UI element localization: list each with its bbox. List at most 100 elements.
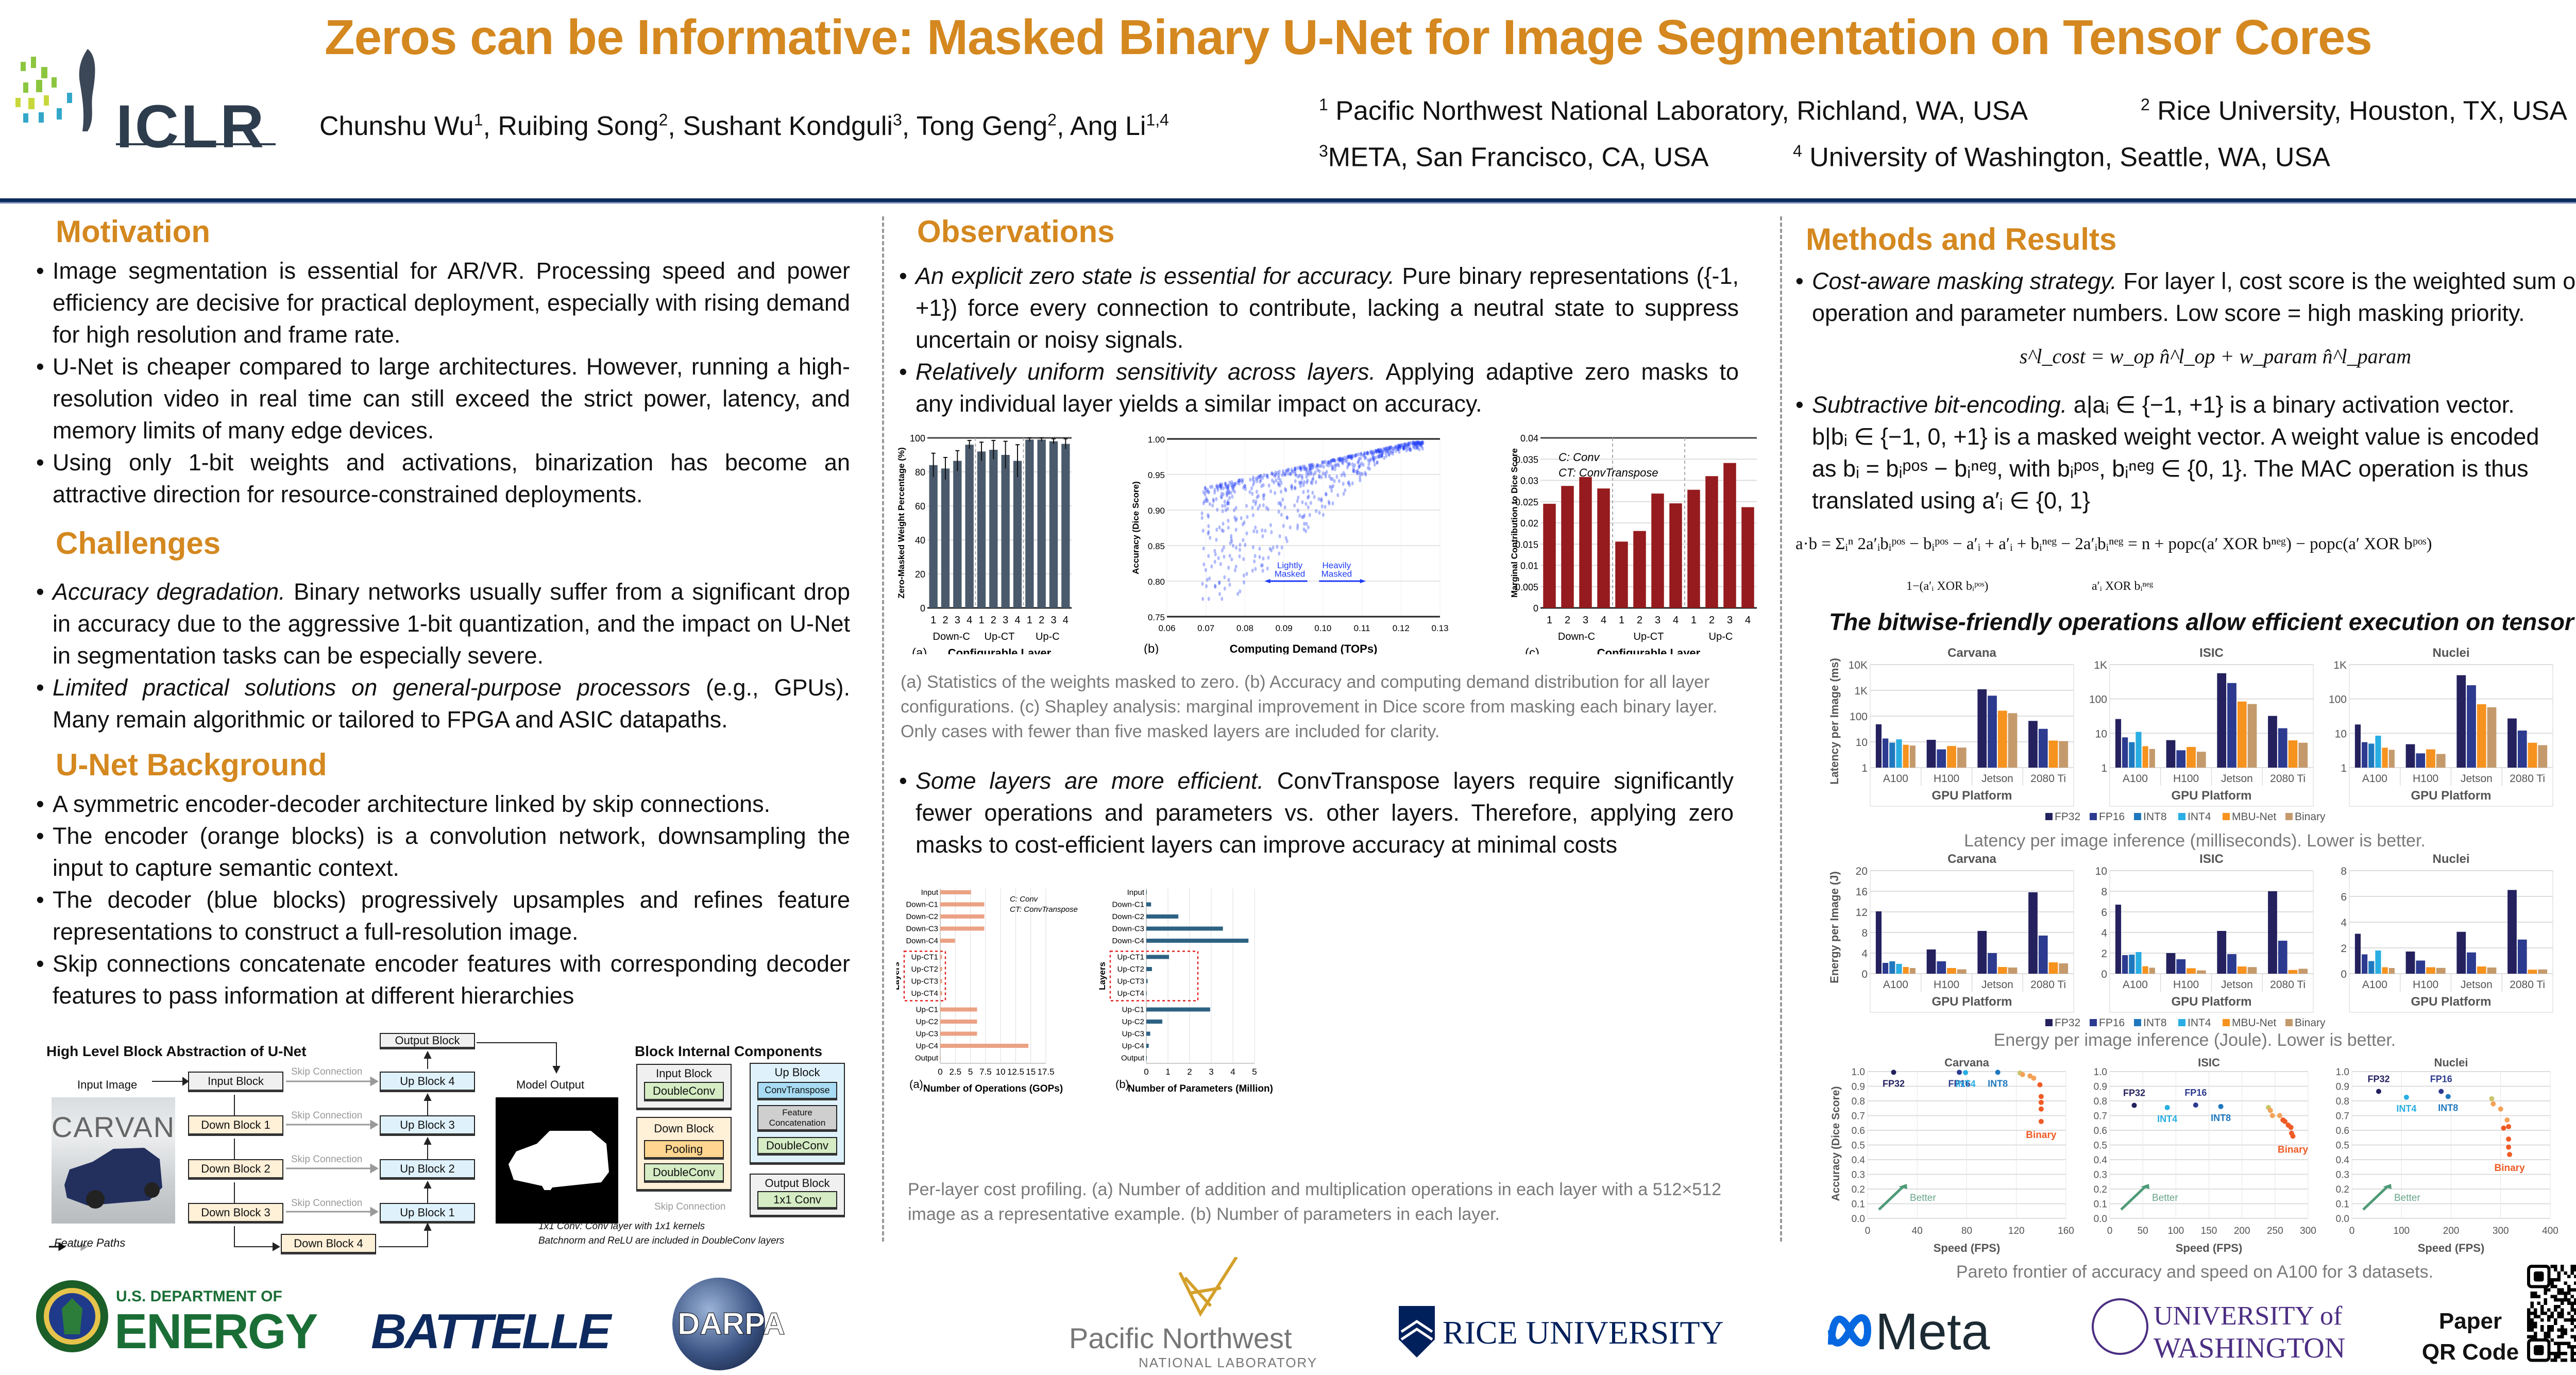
- scatter-point: [1255, 499, 1258, 504]
- rice-logo: RICE UNIVERSITY: [1443, 1314, 1724, 1351]
- bar: [1146, 1056, 1147, 1060]
- scatter-point: [1414, 443, 1417, 447]
- scatter-point: [1286, 516, 1289, 520]
- section-heading-motivation: Motivation: [56, 214, 210, 249]
- y-tick-label: 0.4: [1852, 1155, 1866, 1166]
- scatter-point: [1360, 452, 1363, 456]
- scatter-point: [1265, 474, 1268, 479]
- scatter-point: [1417, 440, 1420, 445]
- qr-finder-center: [2534, 1271, 2544, 1282]
- bar-binary: [2149, 749, 2155, 768]
- y-tick-label: 0.9: [2336, 1082, 2349, 1093]
- scatter-point: [1315, 508, 1318, 513]
- x-axis-label: Number of Operations (GOPs): [923, 1083, 1063, 1094]
- x-axis-label: GPU Platform: [2411, 789, 2491, 803]
- scatter-point: [1351, 462, 1354, 467]
- y-tick-label: 10: [1856, 737, 1868, 749]
- scatter-point: [1280, 545, 1283, 550]
- qr-module: [2557, 1278, 2561, 1282]
- scatter-point: [1210, 564, 1213, 569]
- qr-module: [2537, 1315, 2540, 1318]
- y-tick-label: 0.0: [2336, 1214, 2349, 1225]
- qr-module: [2561, 1332, 2564, 1335]
- scatter-point: [1262, 556, 1265, 561]
- scatter-point: [1213, 490, 1216, 495]
- challenges-list: Accuracy degradation. Binary networks us…: [36, 576, 850, 736]
- bar-fp16: [2227, 954, 2236, 974]
- category-label: Up-CT2: [1117, 965, 1144, 974]
- scatter-point: [1287, 467, 1290, 472]
- y-tick-label: 0.1: [1852, 1199, 1865, 1210]
- qr-module: [2547, 1308, 2551, 1312]
- scatter-point: [1355, 470, 1359, 474]
- scatter-point: [1218, 580, 1221, 585]
- category-label: Output: [1121, 1054, 1145, 1063]
- y-tick-label: 0.6: [2336, 1126, 2349, 1136]
- scatter-point: [1316, 463, 1319, 468]
- x-tick-label: Jetson: [2461, 773, 2493, 785]
- scatter-point: [1371, 455, 1375, 460]
- group-label: Up-CT: [985, 631, 1015, 642]
- legend-swatch: [2045, 1019, 2053, 1026]
- scatter-point: [1202, 562, 1206, 567]
- mac-formula: a·b = Σᵢⁿ 2a′ᵢbᵢᵖᵒˢ − bᵢᵖᵒˢ − a′ᵢ + a′ᵢ …: [1795, 535, 2432, 553]
- scatter-point: [1416, 440, 1419, 445]
- scatter-point: [1354, 453, 1357, 457]
- scatter-point: [1220, 491, 1223, 496]
- scatter-point: [1215, 528, 1218, 532]
- scatter-point: [1234, 505, 1238, 510]
- bar: [940, 926, 985, 931]
- x-tick-label: 7.5: [979, 1067, 992, 1077]
- bar-fp32: [2028, 892, 2038, 974]
- scatter-point: [1208, 490, 1211, 495]
- bar-fp16: [1988, 953, 1997, 974]
- qr-module: [2544, 1312, 2547, 1315]
- bar-fp16: [2038, 728, 2048, 768]
- scatter-point: [1414, 442, 1417, 447]
- bar: [977, 451, 986, 608]
- bar: [1543, 503, 1556, 608]
- point-fp16: [2193, 1102, 2198, 1108]
- scatter-point: [1232, 485, 1235, 489]
- scatter-point: [1389, 449, 1392, 453]
- scatter-point: [1298, 473, 1301, 478]
- scatter-point: [1277, 473, 1280, 478]
- poster-title: Zeros can be Informative: Masked Binary …: [325, 10, 2372, 65]
- scatter-point: [1289, 471, 1292, 476]
- y-tick-label: 60: [915, 501, 925, 512]
- scatter-point: [1205, 489, 1208, 494]
- scatter-point: [1385, 454, 1388, 459]
- qr-module: [2534, 1332, 2537, 1335]
- x-axis-label: GPU Platform: [1931, 789, 2012, 803]
- qr-module: [2547, 1288, 2551, 1292]
- bar-binary: [1909, 968, 1916, 974]
- bar-fp16: [1883, 963, 1889, 974]
- scatter-point: [1421, 440, 1425, 445]
- scatter-point: [1380, 447, 1383, 452]
- scatter-point: [1357, 452, 1360, 457]
- scatter-point: [1244, 487, 1247, 491]
- y-tick-label: 10K: [1849, 659, 1868, 671]
- qr-module: [2554, 1359, 2557, 1362]
- x-axis-label: Configurable Layer: [948, 647, 1052, 654]
- scatter-point: [1240, 478, 1243, 483]
- paper-qr-code[interactable]: [2527, 1260, 2576, 1370]
- qr-module: [2574, 1359, 2576, 1362]
- qr-module: [2544, 1335, 2547, 1338]
- point-label: FP16: [2184, 1088, 2207, 1098]
- y-tick-label: 0.0: [2094, 1214, 2107, 1225]
- scatter-point: [1226, 506, 1229, 511]
- doe-logo-top: U.S. DEPARTMENT OF: [116, 1288, 282, 1305]
- group-label: Up-C: [1036, 631, 1060, 642]
- qr-module: [2534, 1335, 2537, 1338]
- y-tick-label: 2: [2101, 948, 2107, 960]
- uw-logo-top: UNIVERSITY of: [2154, 1301, 2343, 1331]
- scatter-point: [1233, 489, 1236, 494]
- y-tick-label: 100: [1850, 711, 1868, 723]
- scatter-point: [1311, 466, 1314, 470]
- scatter-point: [1221, 548, 1224, 553]
- qr-module: [2534, 1325, 2537, 1329]
- scatter-point: [1261, 568, 1264, 573]
- scatter-point: [1387, 452, 1391, 457]
